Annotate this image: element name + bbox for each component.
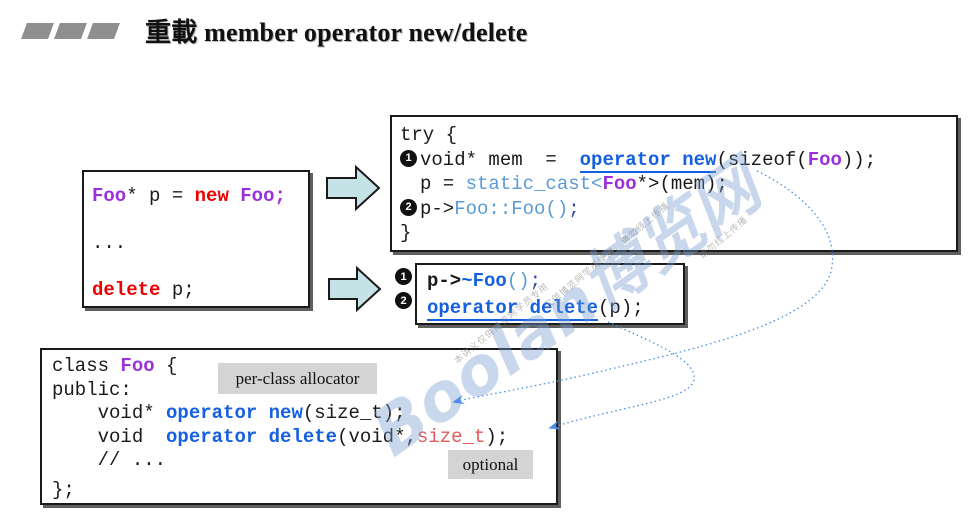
code-token: size_t bbox=[416, 425, 486, 448]
code-token: class bbox=[52, 355, 121, 377]
parallelogram-bullet-bars bbox=[21, 23, 123, 39]
code-token: new bbox=[194, 185, 229, 207]
code-line: Foo* p = new Foo; bbox=[92, 173, 308, 220]
code-line: delete p; bbox=[92, 267, 308, 314]
code-line: p = static_cast<Foo*>(mem); bbox=[400, 172, 956, 197]
code-token: p-> bbox=[427, 270, 462, 292]
code-token: ... bbox=[92, 232, 127, 254]
code-token: (mem); bbox=[659, 173, 728, 195]
code-token: }; bbox=[52, 478, 75, 501]
code-token: operator new bbox=[166, 402, 303, 424]
bullet-bar-icon bbox=[54, 23, 87, 39]
code-token: * p = bbox=[126, 185, 195, 207]
code-token: Foo bbox=[807, 148, 842, 171]
code-token: (p); bbox=[598, 297, 644, 319]
code-token: { bbox=[154, 355, 178, 377]
code-token: public: bbox=[52, 378, 132, 401]
block-arrow-delete-icon bbox=[328, 265, 382, 313]
code-token: ); bbox=[485, 425, 509, 448]
code-token: p = bbox=[420, 173, 466, 195]
page-title: 重載 member operator new/delete bbox=[145, 18, 528, 47]
code-line: // ... bbox=[52, 449, 556, 473]
code-token: Foo bbox=[92, 185, 127, 207]
code-token: () bbox=[506, 270, 530, 292]
block-arrow-new-icon bbox=[326, 164, 381, 212]
code-line: p->~Foo(); bbox=[427, 268, 683, 295]
code-token: ; bbox=[529, 270, 542, 292]
code-token: operator delete bbox=[166, 425, 338, 448]
code-token: delete bbox=[92, 279, 161, 301]
step-badge-1: 1 bbox=[395, 268, 412, 285]
optional-label: optional bbox=[448, 450, 533, 479]
code-line: public: bbox=[52, 379, 556, 403]
bullet-bar-icon bbox=[21, 23, 54, 39]
code-line: class Foo { bbox=[52, 355, 556, 379]
code-token: (void*, bbox=[337, 425, 417, 448]
code-token: operator new bbox=[579, 148, 717, 173]
bullet-bar-icon bbox=[87, 23, 120, 39]
code-token: Foo bbox=[602, 173, 637, 195]
code-token: ~Foo bbox=[461, 270, 507, 292]
code-line: try { bbox=[400, 123, 956, 148]
code-token: Foo bbox=[120, 355, 155, 377]
code-token: )); bbox=[841, 148, 877, 171]
usage-code-box: Foo* p = new Foo;... delete p; bbox=[82, 170, 310, 308]
code-line: ... bbox=[92, 220, 308, 267]
code-token: void* bbox=[52, 402, 167, 424]
code-token: (sizeof( bbox=[716, 148, 808, 171]
code-token: } bbox=[400, 222, 412, 244]
code-line: void operator delete(void*,size_t); bbox=[52, 426, 556, 450]
step-badge: 1 bbox=[400, 149, 417, 167]
code-token: try { bbox=[400, 124, 458, 146]
code-line: }; bbox=[52, 479, 556, 503]
code-line: operator delete(p); bbox=[427, 295, 683, 322]
code-token: void bbox=[52, 425, 167, 448]
per-class-allocator-label: per-class allocator bbox=[218, 363, 377, 394]
code-token: static_cast< bbox=[465, 173, 603, 195]
step-badge: 2 bbox=[400, 198, 417, 216]
code-token: void* mem = bbox=[420, 148, 580, 171]
code-token: Foo; bbox=[240, 185, 286, 207]
code-token bbox=[229, 185, 240, 207]
code-token: operator delete bbox=[427, 297, 599, 321]
code-token: *> bbox=[636, 173, 660, 195]
expanded-delete-code-box: p->~Foo();operator delete(p); bbox=[415, 263, 685, 325]
code-token: p-> bbox=[420, 197, 455, 220]
code-token: (size_t); bbox=[302, 402, 406, 424]
code-token: Foo::Foo() bbox=[454, 197, 569, 220]
code-token: // ... bbox=[52, 449, 167, 471]
code-line: } bbox=[400, 221, 956, 246]
code-token: p; bbox=[160, 279, 195, 301]
code-token: ; bbox=[568, 197, 580, 220]
dotted-arrow-operator-delete bbox=[548, 321, 695, 430]
code-line: void* operator new(size_t); bbox=[52, 402, 556, 426]
step-badge-2: 2 bbox=[395, 292, 412, 309]
